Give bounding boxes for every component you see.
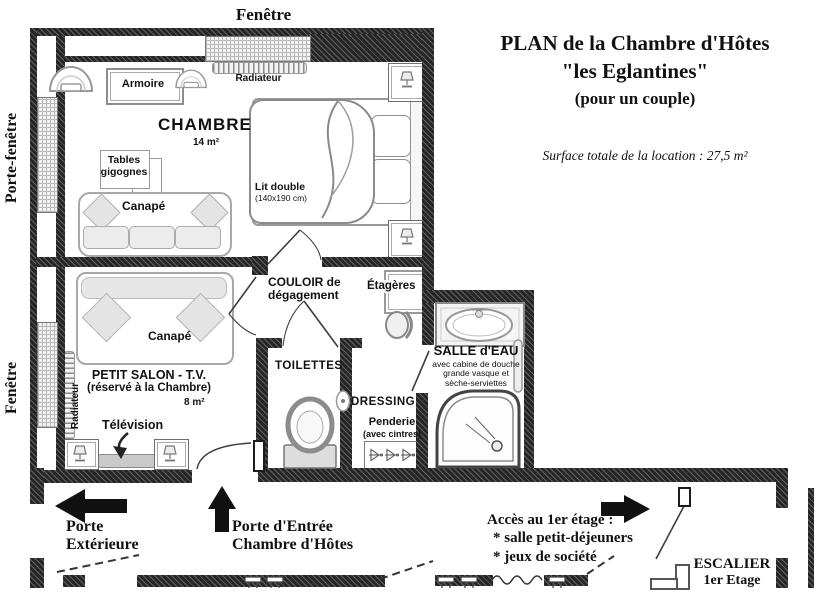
- french-window-left: [37, 97, 58, 213]
- door-jamb: [253, 440, 265, 472]
- wall: [252, 256, 268, 275]
- page-title-line2: "les Eglantines": [561, 59, 709, 83]
- nesting-tables-line1: Tables: [107, 154, 141, 166]
- wall: [30, 558, 44, 588]
- sofa-salon-label: Canapé: [148, 329, 192, 343]
- room-label-salon: PETIT SALON - T.V. (réservé à la Chambre…: [84, 368, 214, 395]
- wall: [258, 468, 788, 482]
- bed-pillow: [371, 159, 411, 204]
- bed-size-label: (140x190 cm): [255, 193, 307, 203]
- wall: [36, 257, 254, 267]
- nesting-table-front: [100, 150, 150, 189]
- escalier-line1: ESCALIER: [693, 556, 771, 572]
- surface-note: Surface totale de la location : 27,5 m²: [542, 148, 748, 163]
- wall: [30, 28, 37, 468]
- nesting-tables-label: Tables gigognes: [96, 154, 152, 179]
- wall: [808, 488, 814, 588]
- acces-item1: * salle petit-déjeuners: [493, 530, 633, 547]
- salon-name: PETIT SALON - T.V.: [91, 368, 207, 382]
- nesting-tables-line2: gigognes: [100, 165, 148, 178]
- porte-exterieure-label: Porte Extérieure: [66, 518, 139, 555]
- break-squiggle: [491, 575, 543, 585]
- sofa-cushion: [129, 226, 175, 249]
- window-top-label: Fenêtre: [235, 5, 292, 24]
- page-title-line1: PLAN de la Chambre d'Hôtes: [500, 31, 770, 55]
- wall: [422, 290, 534, 303]
- french-window-label: Porte-fenêtre: [3, 112, 20, 204]
- room-label-toilettes: TOILETTES: [275, 360, 343, 372]
- lamp-table: [154, 439, 189, 470]
- wall: [524, 293, 534, 473]
- chambre-area: 14 m²: [192, 137, 220, 148]
- tv-label: Télévision: [102, 418, 164, 432]
- wall: [416, 393, 428, 470]
- salle-eau-desc3: sèche-serviettes: [445, 377, 507, 388]
- wall: [30, 468, 44, 504]
- wall: [64, 56, 205, 62]
- salle-eau-name: SALLE d'EAU: [433, 343, 519, 358]
- radiator-top: [212, 62, 307, 74]
- salle-eau-desc1: avec cabine de douche: [432, 358, 520, 369]
- escalier-line2: 1er Etage: [703, 573, 761, 589]
- sofa-back-cushion: [81, 277, 227, 299]
- acces-item2: * jeux de société: [493, 548, 597, 565]
- shower-icon: [435, 389, 521, 469]
- stairs-icon: [650, 564, 690, 590]
- bed-label: Lit double: [254, 181, 306, 193]
- wardrobe-rail-box: [364, 441, 422, 471]
- wall: [776, 468, 788, 508]
- room-label-chambre: CHAMBRE: [158, 115, 252, 134]
- wall: [44, 470, 192, 483]
- wall: [544, 575, 588, 586]
- penderie-label: Penderie: [368, 416, 416, 428]
- window-left: [37, 322, 58, 428]
- bed-pillow: [371, 115, 411, 157]
- acces-etage-label: Accès au 1er étage : * salle petit-déjeu…: [487, 511, 633, 566]
- couloir-line1: COULOIR de: [268, 275, 341, 289]
- window-left-label: Fenêtre: [3, 361, 20, 415]
- wall: [422, 28, 434, 345]
- window-top: [205, 36, 311, 62]
- radiator-top-label: Radiateur: [235, 73, 282, 84]
- shelves-label: Étagères: [366, 280, 417, 293]
- porte-ext-line2: Extérieure: [66, 536, 139, 554]
- salle-eau-desc2: grande vasque et: [443, 368, 509, 379]
- entree-line1: Porte d'Entrée: [232, 518, 333, 535]
- porte-entree-label: Porte d'Entrée Chambre d'Hôtes: [232, 518, 353, 555]
- wall: [322, 257, 424, 267]
- bed-duvet: [249, 99, 375, 224]
- door-jamb: [678, 487, 691, 507]
- sink-icon: [435, 302, 525, 347]
- wall: [256, 338, 282, 348]
- wall: [776, 558, 788, 588]
- wall: [30, 28, 434, 36]
- armoire-label: Armoire: [121, 78, 165, 90]
- wall: [137, 575, 385, 587]
- wall: [256, 338, 268, 472]
- radiator-salon-label: Radiateur: [70, 382, 81, 430]
- sofa-cushion: [175, 226, 221, 249]
- room-label-dressing: DRESSING: [351, 396, 416, 408]
- room-label-couloir: COULOIR de dégagement: [268, 275, 341, 303]
- entree-line2: Chambre d'Hôtes: [232, 536, 354, 554]
- wall: [340, 338, 362, 348]
- toilet-icon: [283, 396, 337, 469]
- escalier-label: ESCALIER 1er Etage: [688, 556, 776, 589]
- porte-ext-line1: Porte: [66, 518, 104, 535]
- wall: [435, 575, 493, 586]
- couloir-line2: dégagement: [268, 288, 339, 303]
- sofa-cushion: [83, 226, 129, 249]
- wall: [308, 34, 424, 62]
- salon-note: (réservé à la Chambre): [86, 382, 211, 394]
- page-title-line3: (pour un couple): [574, 89, 696, 108]
- sofa-chambre-label: Canapé: [122, 199, 166, 213]
- room-label-salle-eau: SALLE d'EAU avec cabine de douche grande…: [418, 343, 534, 388]
- cintres-label: (avec cintres): [362, 429, 422, 439]
- acces-title: Accès au 1er étage :: [487, 512, 614, 528]
- wall: [63, 575, 85, 587]
- stool-icon: [385, 311, 413, 339]
- salon-area: 8 m²: [184, 397, 205, 408]
